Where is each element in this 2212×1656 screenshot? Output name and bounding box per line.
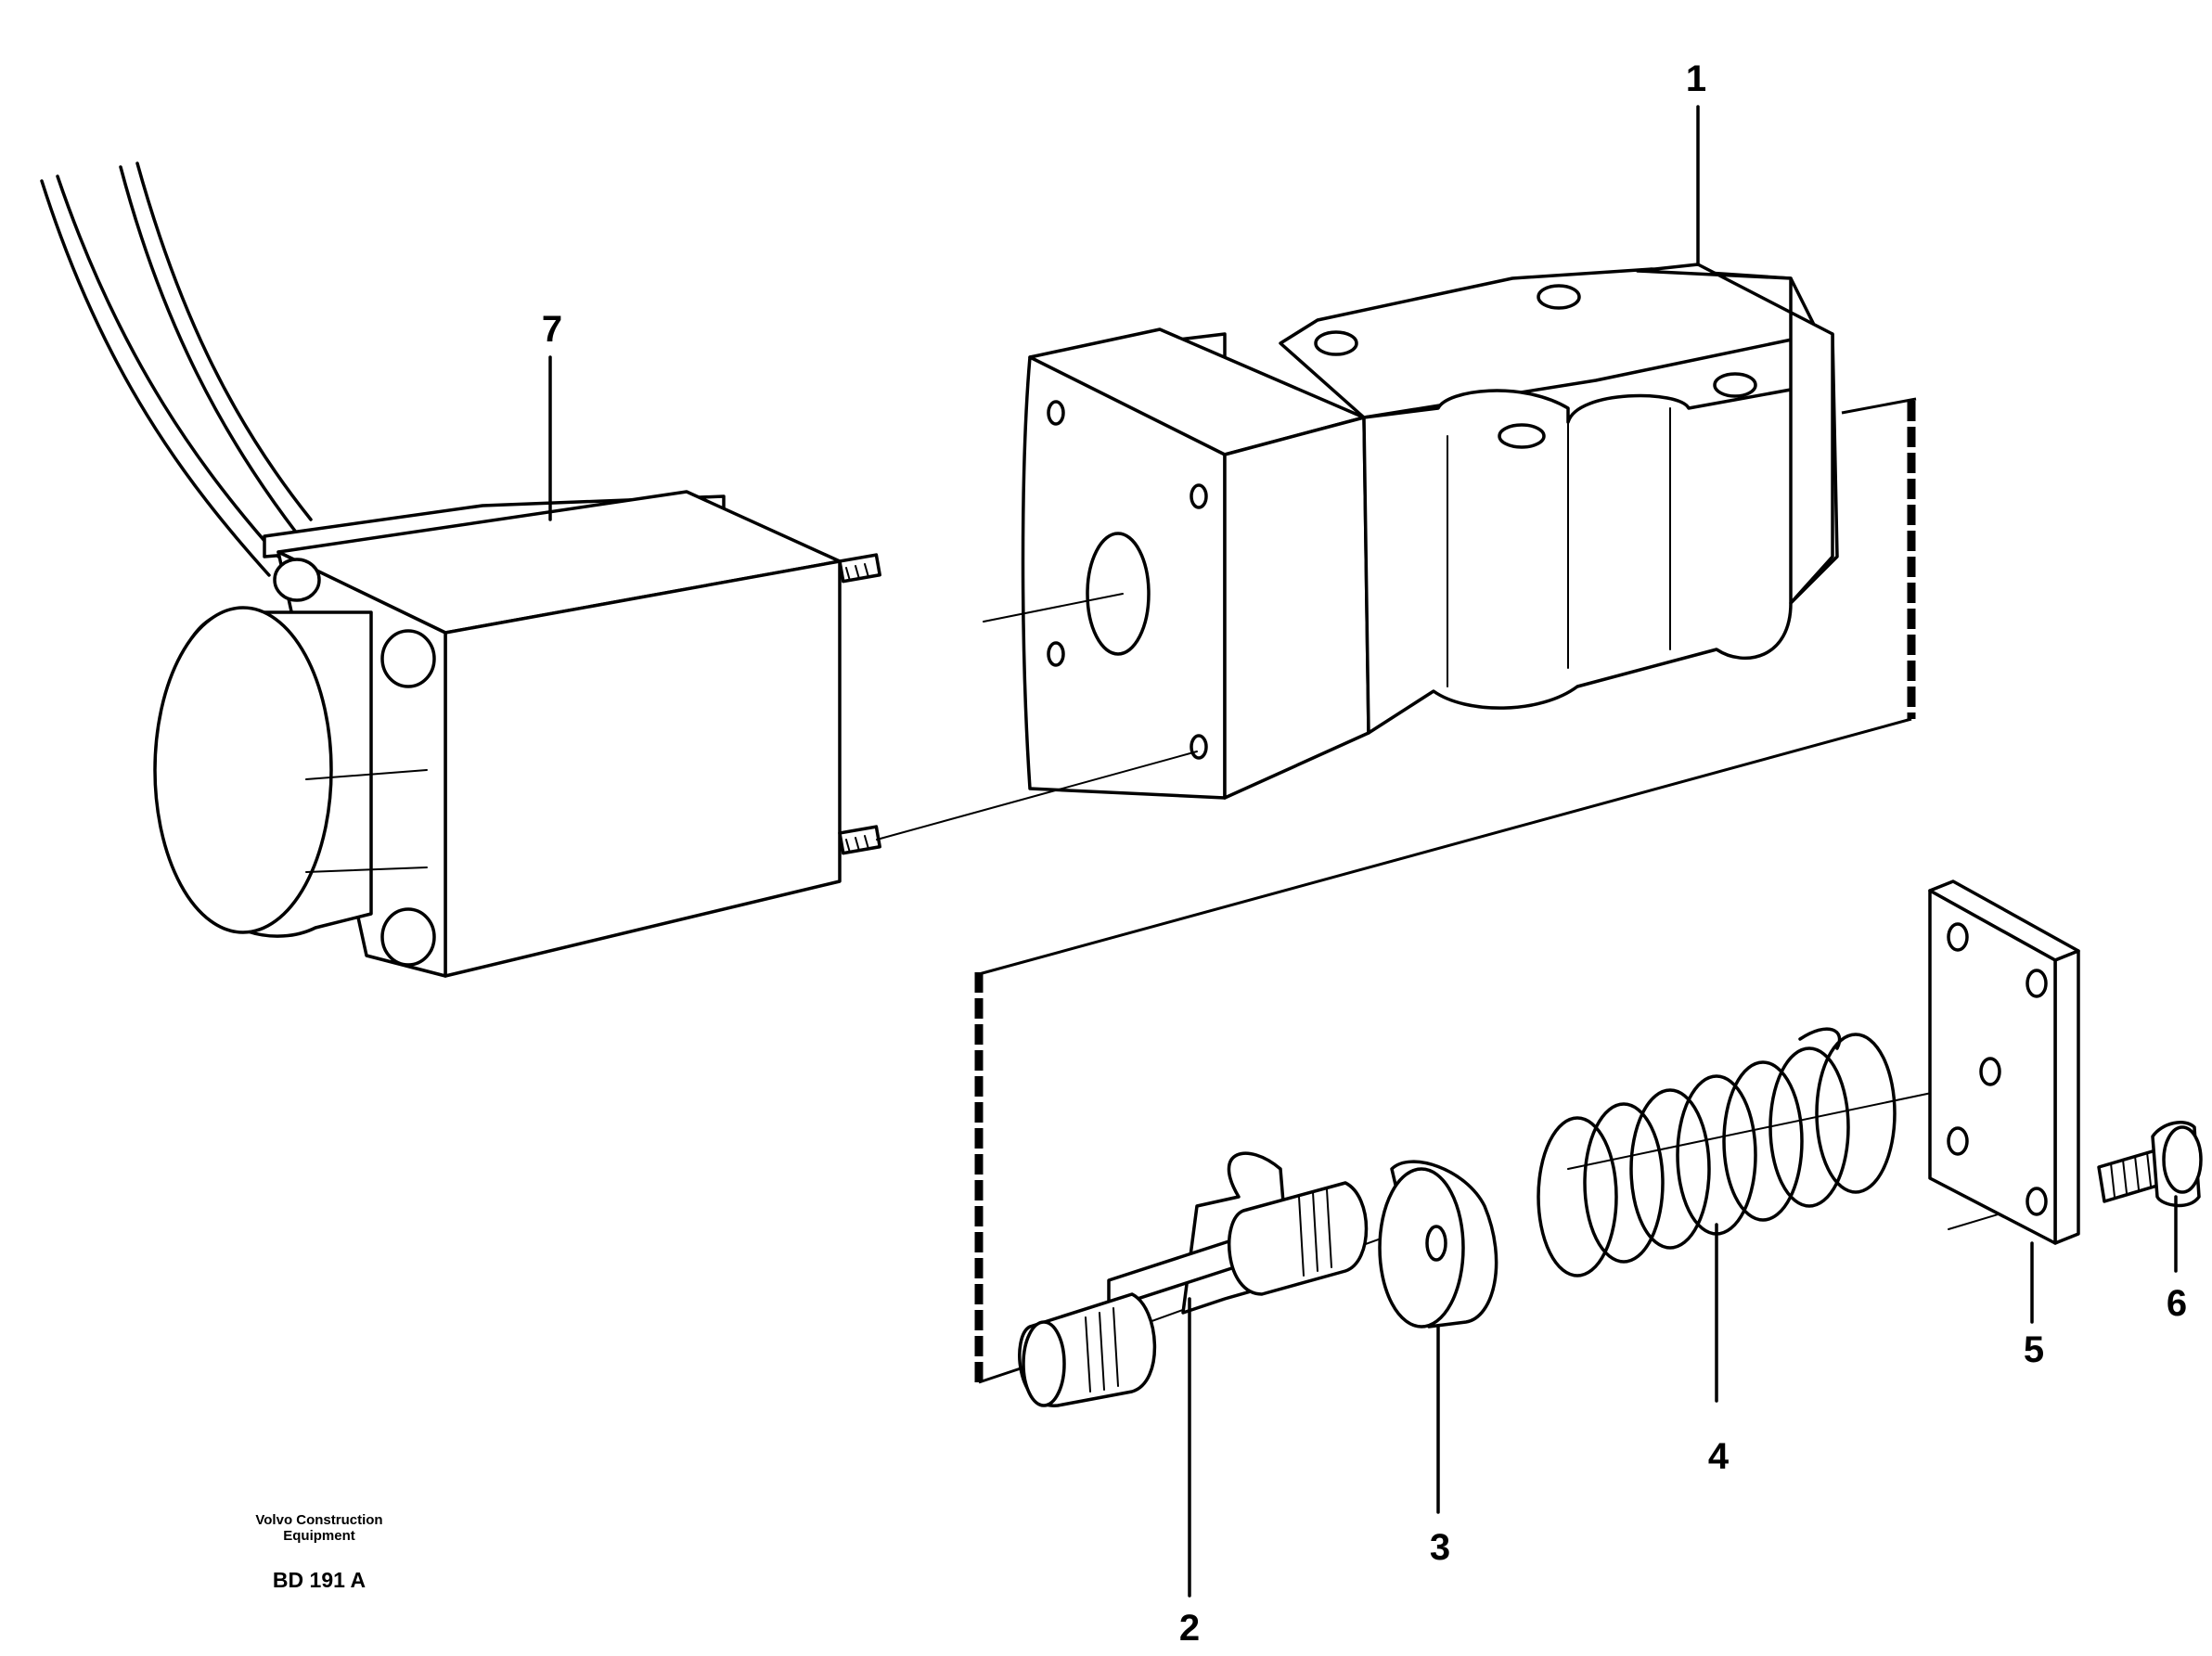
spool-part-2 (1018, 1151, 1369, 1407)
spring-part-4 (1537, 1027, 1897, 1277)
cover-plate-part-5 (1928, 879, 2080, 1245)
footer-company: Volvo Construction Equipment (255, 1512, 383, 1544)
callout-2: 2 (1178, 1608, 1201, 1649)
leader-lines (548, 105, 2178, 1598)
cable-harness (40, 161, 313, 577)
callout-3: 3 (1429, 1527, 1451, 1568)
callout-7: 7 (541, 309, 563, 350)
footer-drawing-code: BD 191 A (272, 1568, 367, 1592)
callout-5: 5 (2023, 1329, 2045, 1370)
callout-6: 6 (2166, 1283, 2188, 1324)
callout-4: 4 (1707, 1436, 1730, 1477)
dashed-bracket (974, 397, 1917, 1384)
solenoid-part-7 (153, 490, 881, 978)
spring-seat-part-3 (1378, 1160, 1498, 1329)
screw-part-6 (2097, 1121, 2203, 1208)
callout-1: 1 (1685, 58, 1707, 99)
valve-housing-part-1 (1021, 263, 1839, 800)
